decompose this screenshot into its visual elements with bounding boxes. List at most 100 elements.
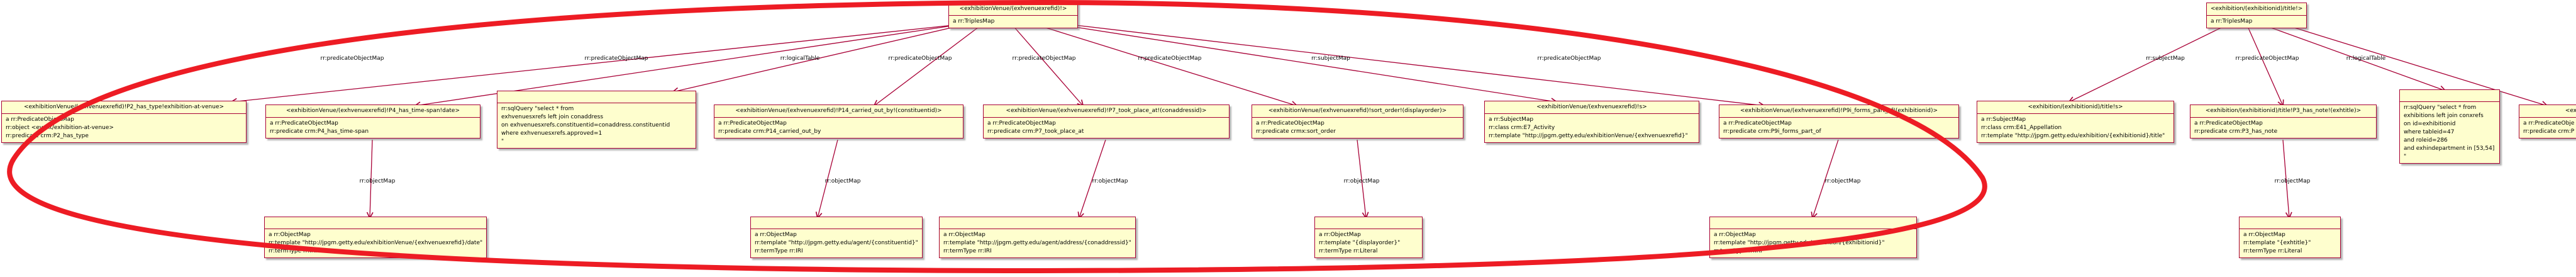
node-title: <exhibitionVenue/(exhvenuexrefid)!P9i_fo… [1719,105,1958,118]
logicaltable-exhvenues: rr:sqlQuery "select * from exhvenuesxrefs… [497,91,696,149]
subjectmap-exhibition-venue: <exhibitionVenue/(exhvenuexrefid)!s>a rr… [1484,101,1699,143]
node-line: rr:template "{displayorder}" [1319,240,1401,246]
node-line: a rr:TriplesMap [953,18,995,25]
logicaltable-exhibitions: rr:sqlQuery "select * from exhibitions le… [2399,89,2500,164]
node-line: a rr:PredicateObjectMap [2194,120,2263,127]
node-line: a rr:ObjectMap [269,232,311,238]
pom-p9i-forms-part-of: <exhibitionVenue/(exhvenuexrefid)!P9i_fo… [1719,105,1959,138]
node-line: rr:sqlQuery "select * from [501,106,574,112]
edge-label: rr:objectMap [359,178,396,184]
node-line: where exhvenuesxrefs.approved=1 [501,130,602,137]
node-body: rr:sqlQuery "select * from exhibitions le… [2400,102,2499,163]
node-line: exhvenuesxrefs left join conaddress [501,114,604,120]
edge-label: rr:objectMap [1343,178,1380,184]
node-title [1315,217,1422,229]
node-line: a rr:PredicateObjectMap [1723,120,1792,127]
node-title [2400,90,2499,102]
node-line: rr:predicate crm:P4_has_time-span [270,128,369,135]
node-line: a rr:SubjectMap [1981,116,2026,123]
node-line: a rr:ObjectMap [2243,232,2285,238]
node-line: rr:template "http://jpgm.getty.edu/agent… [755,240,918,246]
node-body: a rr:ObjectMap rr:template "{exhtitle}" rr… [2240,229,2340,257]
edge-label: rr:predicateObjectMap [1537,55,1601,62]
node-line: and exhindepartment in [53,54] [2404,145,2495,152]
node-line: rr:termType rr:Literal [1319,248,1378,254]
node-line: exhibitions left join conxrefs [2404,113,2484,119]
node-line: rr:predicate crmx:sort_order [1256,128,1336,135]
node-title: <exhibitionVenu [2519,105,2576,118]
node-title: <exhibitionVenue/(exhvenuexrefid)!P14_ca… [714,105,963,118]
node-line: a rr:PredicateObjectMap [270,120,338,127]
node-line: a rr:PredicateObjectMap [718,120,787,127]
edge-label: rr:predicateObjectMap [1138,55,1202,62]
node-body: rr:sqlQuery "select * from exhvenuesxrefs… [497,103,696,148]
node-line: on exhvenuesxrefs.constituentid=conaddre… [501,122,670,128]
edge-label: rr:objectMap [824,178,861,184]
node-line: on id=exhibitionid [2404,121,2456,127]
edge-label: rr:predicateObjectMap [1012,55,1076,62]
pom-sort-order: <exhibitionVenue/(exhvenuexrefid)!sort_o… [1252,105,1463,138]
node-line: a rr:ObjectMap [943,232,985,238]
node-line: rr:template "http://jpgm.getty.edu/exhib… [1981,133,2165,139]
node-title: <exhibitionVenue/(exhvenuexrefid)!sort_o… [1252,105,1463,118]
node-title [2240,217,2340,229]
node-line: a rr:PredicateObjectMap [6,116,74,123]
node-line: rr:template "{exhtitle}" [2243,240,2311,246]
node-line: rr:termType rr:IRI [269,248,317,254]
node-line: a rr:ObjectMap [1319,232,1361,238]
edge-label: rr:objectMap [2274,178,2311,184]
edge-label: rr:objectMap [1824,178,1861,184]
triplesmap-exhibition-title: <exhibition/(exhibitionid)/title!> a rr:T… [2206,3,2307,28]
pom-p3-has-note: <exhibition/(exhibitionid)/title!P3_has_… [2190,105,2377,138]
node-line: a rr:PredicateObjectMap [1256,120,1324,127]
node-line: rr:termType rr:Literal [2243,248,2302,254]
pom-clipped-right: <exhibitionVenua rr:PredicateObjerr:pred… [2519,105,2576,138]
node-body: a rr:TriplesMap [949,16,1077,28]
node-line: rr:predicate crm:P3_has_note [2194,128,2278,135]
node-line: rr:class crm:E7_Activity [1489,125,1555,131]
node-line: a rr:PredicateObjectMap [987,120,1056,127]
node-body: a rr:ObjectMap rr:template "{displayorder… [1315,229,1422,257]
node-line: " [2404,154,2407,160]
edge-label: rr:predicateObjectMap [584,55,648,62]
node-line: rr:termType rr:IRI [755,248,803,254]
pom-p2-has-type: <exhibitionVenue/(exhvenuexrefid)!P2_has… [1,101,247,143]
node-line: rr:sqlQuery "select * from [2404,105,2477,111]
edge-label: rr:predicateObjectMap [320,55,384,62]
edge-label: rr:objectMap [1092,178,1128,184]
edge-label: rr:logicalTable [2346,55,2386,62]
node-line: rr:termType rr:IRI [943,248,992,254]
node-title [1710,217,1916,229]
edge-label: rr:predicateObjectMap [2235,55,2299,62]
node-line: a rr:PredicateObje [2523,120,2575,127]
node-line: a rr:TriplesMap [2211,18,2253,25]
node-title: <exhibitionVenue/(exhvenuexrefid)!s> [1485,101,1699,114]
node-title [265,217,487,229]
node-line: rr:predicate crm:P7_took_place_at [987,128,1084,135]
node-line: rr:termType rr:IRI [1714,248,1762,254]
pom-p14-carried-out-by: <exhibitionVenue/(exhvenuexrefid)!P14_ca… [714,105,963,138]
edge-label: rr:subjectMap [2146,55,2185,62]
node-title [497,91,696,103]
node-title: <exhibitionVenue/(exhvenuexrefid)!P4_has… [266,105,480,118]
node-line: and roleid=286 [2404,137,2448,144]
node-title: <exhibition/(exhibitionid)/title!> [2207,3,2307,16]
objectmap-exhtitle: a rr:ObjectMap rr:template "{exhtitle}" rr… [2239,217,2341,258]
